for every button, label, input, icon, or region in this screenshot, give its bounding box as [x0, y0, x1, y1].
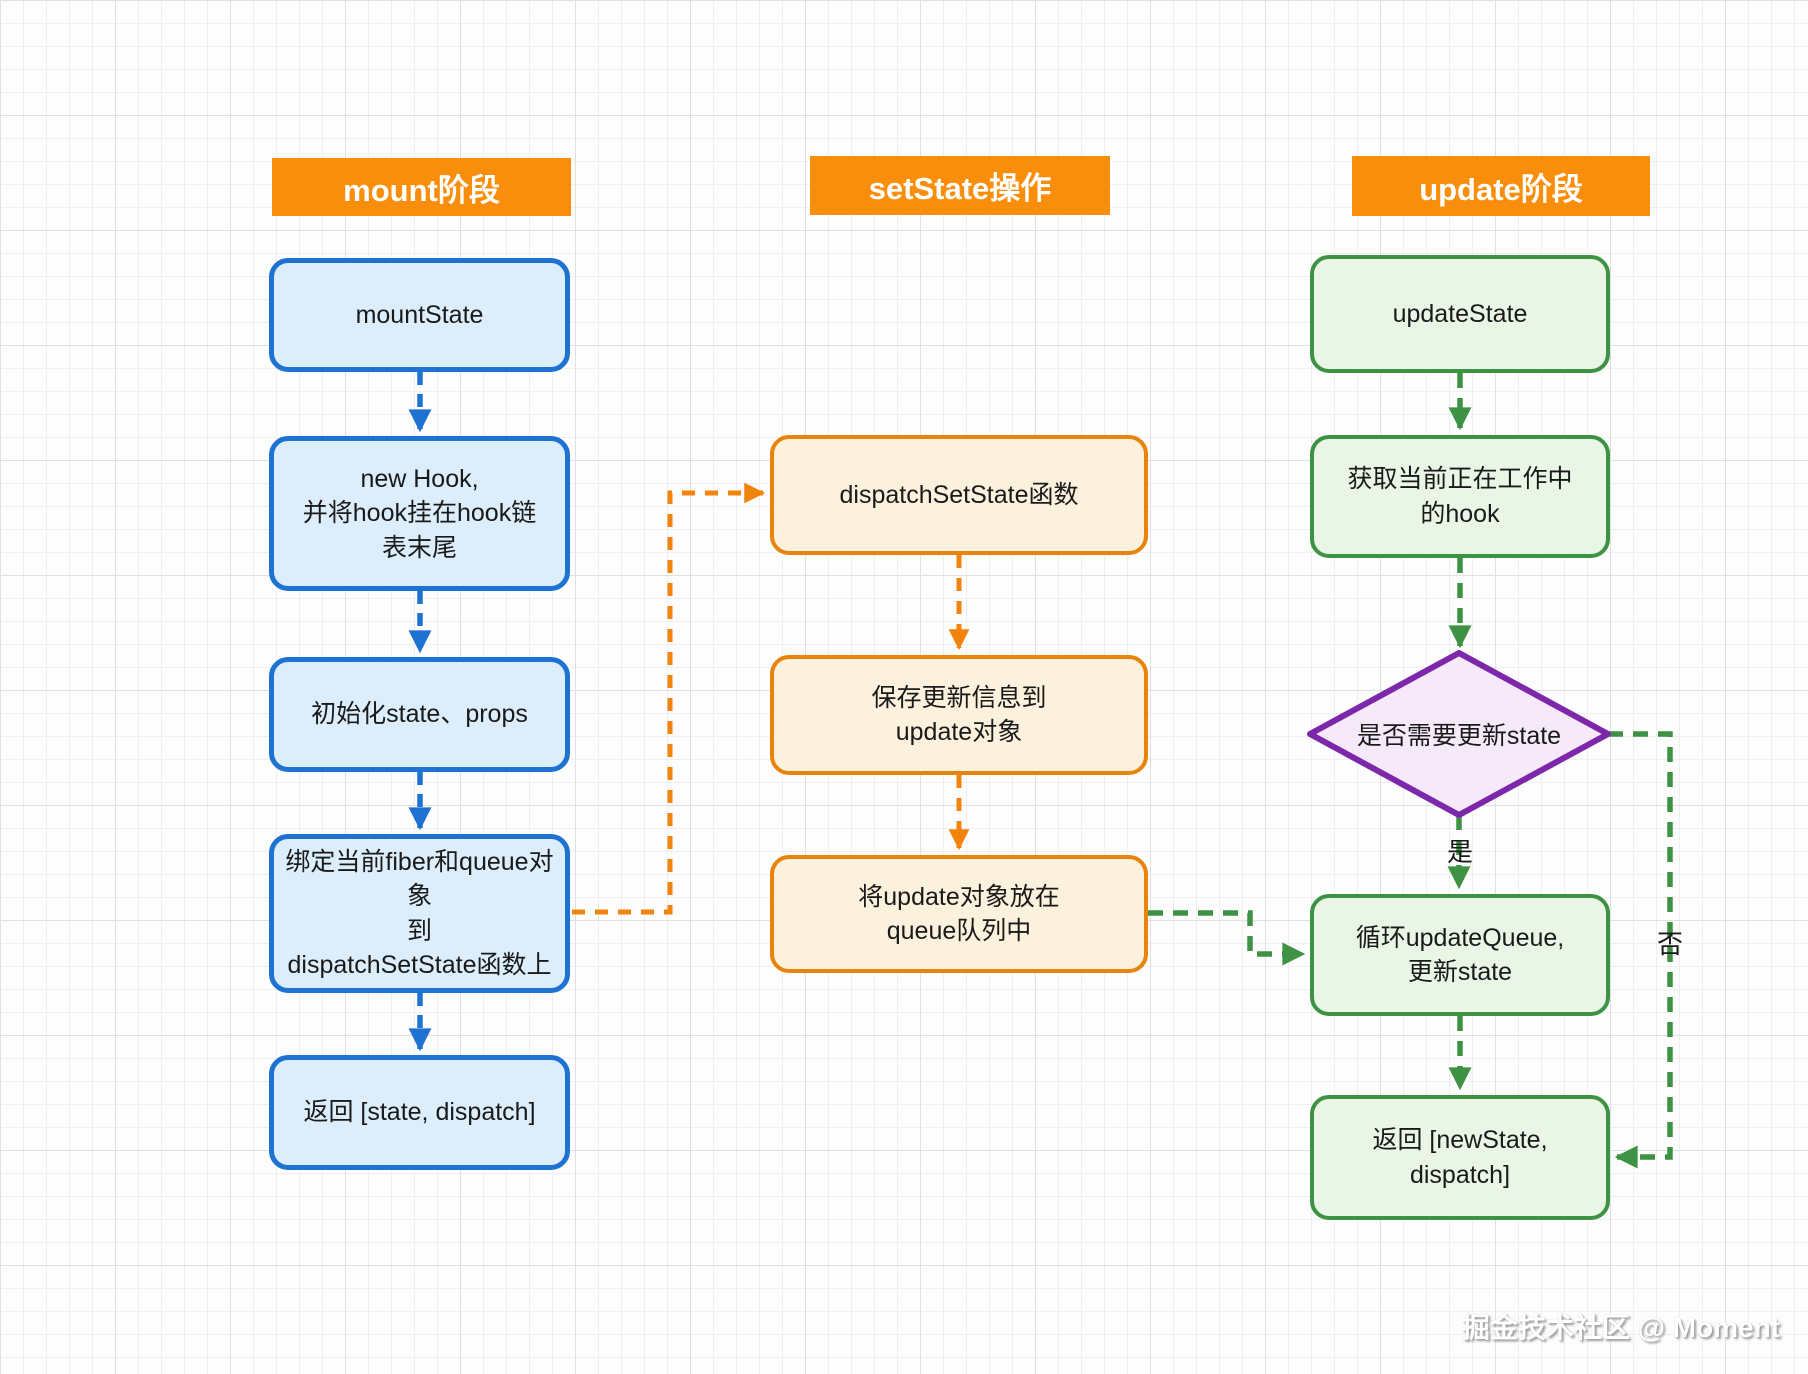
node-return-state-dispatch: 返回 [state, dispatch]	[269, 1055, 570, 1170]
node-save-update-info: 保存更新信息到 update对象	[770, 655, 1148, 775]
decision-diamond-shape	[1307, 650, 1611, 818]
node-get-current-hook: 获取当前正在工作中 的hook	[1310, 435, 1610, 558]
edge-label-yes: 是	[1446, 836, 1473, 867]
edge-enqueue-to-loop	[1148, 910, 1306, 966]
node-mount-state: mountState	[269, 258, 570, 372]
node-return-newstate-dispatch: 返回 [newState, dispatch]	[1310, 1095, 1610, 1220]
edge-decision-no-to-returnnew	[1608, 731, 1673, 1169]
node-dispatch-setstate: dispatchSetState函数	[770, 435, 1148, 555]
edge-bindfiber-to-dispatch	[572, 482, 766, 915]
node-loop-update-queue: 循环updateQueue, 更新state	[1310, 894, 1610, 1016]
column-header-mount: mount阶段	[272, 158, 571, 216]
column-header-update: update阶段	[1352, 156, 1650, 216]
watermark: 掘金技术社区 @ Moment	[1461, 1312, 1780, 1343]
node-update-state: updateState	[1310, 255, 1610, 373]
column-header-setstate: setState操作	[810, 156, 1110, 215]
node-new-hook: new Hook, 并将hook挂在hook链 表末尾	[269, 436, 570, 591]
node-bind-fiber-queue: 绑定当前fiber和queue对象 到 dispatchSetState函数上	[269, 834, 570, 993]
node-init-state-props: 初始化state、props	[269, 657, 570, 772]
node-enqueue-update: 将update对象放在 queue队列中	[770, 855, 1148, 973]
edge-label-no: 否	[1656, 928, 1683, 959]
